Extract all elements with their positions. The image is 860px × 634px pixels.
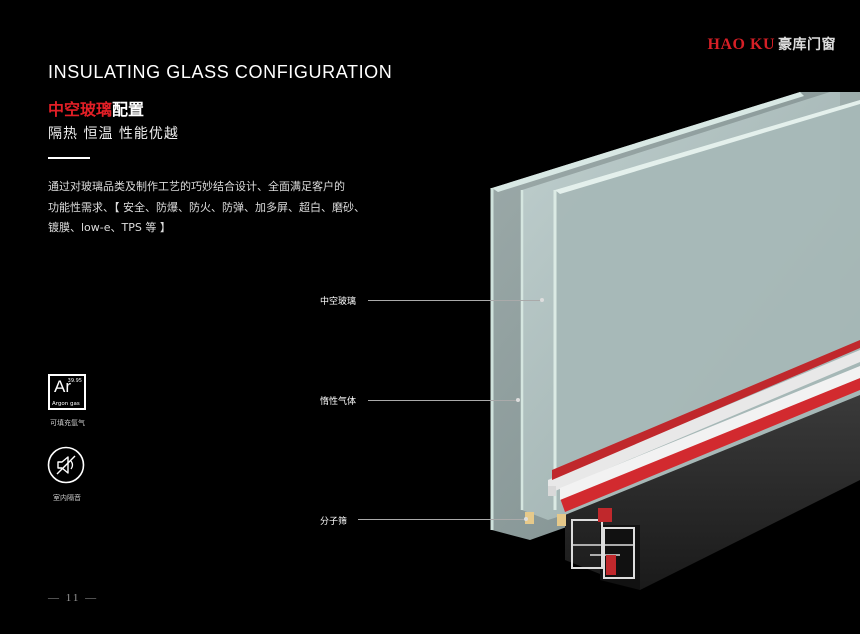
- page-title-cn: 中空玻璃配置: [48, 96, 144, 120]
- argon-caption: 可填充氩气: [50, 419, 85, 427]
- callout-glass-leader: [368, 298, 544, 302]
- brand-name-en: HAO KU: [707, 36, 775, 53]
- description: 通过对玻璃品类及制作工艺的巧妙结合设计、全面满足客户的 功能性需求、【 安全、防…: [48, 177, 408, 239]
- argon-icon: Ar 39.95 Argon gas: [48, 374, 86, 410]
- callout-sieve-leader: [358, 517, 528, 521]
- title-cn-rest: 配置: [112, 100, 145, 119]
- callout-gas-label: 惰性气体: [320, 397, 357, 407]
- molecular-sieve: [525, 512, 534, 524]
- argon-symbol: Ar: [54, 377, 71, 396]
- brand-name-cn: 豪库门窗: [778, 38, 836, 53]
- description-line-1: 通过对玻璃品类及制作工艺的巧妙结合设计、全面满足客户的: [48, 180, 345, 193]
- argon-number: 39.95: [67, 378, 82, 384]
- spacer-bar-white: [548, 350, 860, 494]
- spacer-bar-red: [552, 340, 860, 480]
- callout-glass-label: 中空玻璃: [320, 297, 357, 307]
- page-title-en: INSULATING GLASS CONFIGURATION: [48, 62, 393, 82]
- sound-caption: 室内隔音: [53, 494, 81, 502]
- page-number: — 11 —: [48, 592, 99, 604]
- mute-speaker-icon: [47, 446, 85, 484]
- title-cn-highlight: 中空玻璃: [48, 100, 113, 119]
- title-divider: [48, 157, 90, 159]
- description-line-3: 镀膜、low-e、TPS 等 】: [48, 221, 171, 234]
- description-line-2: 功能性需求、【 安全、防爆、防火、防弹、加多屏、超白、磨砂、: [48, 200, 365, 214]
- seal-strip-red: [560, 378, 860, 512]
- callout-gas-leader: [368, 398, 520, 402]
- argon-gas-label: Argon gas: [52, 401, 80, 407]
- callout-sieve-label: 分子筛: [320, 517, 348, 527]
- aluminium-profile: [571, 519, 603, 569]
- page-subtitle: 隔热 恒温 性能优越: [48, 126, 179, 142]
- glass-pane-back-edge: [492, 92, 804, 192]
